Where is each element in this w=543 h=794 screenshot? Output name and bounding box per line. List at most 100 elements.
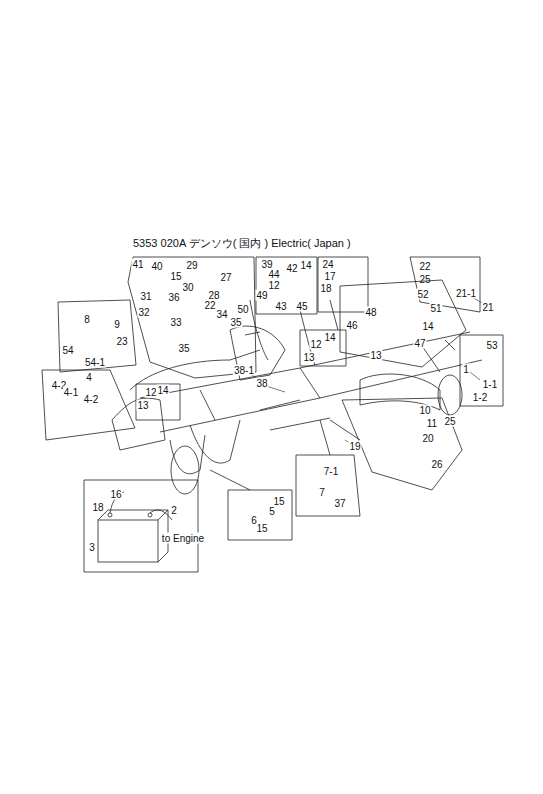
callout-number: 12 <box>309 339 322 350</box>
callout-number: 10 <box>418 405 431 416</box>
inset-border <box>128 257 256 378</box>
callout-number: 7-1 <box>323 466 339 477</box>
callout-number: 35 <box>229 317 242 328</box>
callout-number: 18 <box>91 502 104 513</box>
callout-number: 23 <box>115 336 128 347</box>
callout-number: 27 <box>219 272 232 283</box>
inset-border <box>460 335 503 406</box>
callout-number: 53 <box>485 340 498 351</box>
callout-number: 8 <box>83 314 91 325</box>
callout-number: 48 <box>364 307 377 318</box>
callout-number: 13 <box>136 400 149 411</box>
callout-number: 9 <box>113 319 121 330</box>
leader-lines <box>250 296 484 448</box>
callout-number: 18 <box>319 283 332 294</box>
callout-number: 30 <box>181 282 194 293</box>
callout-number: 24 <box>321 259 334 270</box>
inset-border <box>340 280 466 367</box>
callout-number: 13 <box>369 350 382 361</box>
callout-number: 40 <box>150 261 163 272</box>
inset-border <box>228 490 292 540</box>
callout-number: 1-1 <box>482 379 498 390</box>
inset-panel: 1214 13 <box>300 330 346 366</box>
callout-number: 20 <box>421 433 434 444</box>
inset-panel: 16182to Engine3 <box>84 480 198 572</box>
callout-number: 13 <box>302 352 315 363</box>
callout-number: 47 <box>413 338 426 349</box>
callout-number: 50 <box>236 304 249 315</box>
inset-outline <box>84 480 198 572</box>
callout-number: 14 <box>323 332 336 343</box>
callout-number: 26 <box>430 459 443 470</box>
callout-number: 15 <box>169 271 182 282</box>
callout-number: 45 <box>295 301 308 312</box>
inset-panel: 22 25 21-1 <box>410 257 480 312</box>
inset-border <box>300 330 346 366</box>
inset-border <box>296 455 360 516</box>
callout-number: 11 <box>426 418 438 429</box>
callout-number: 35 <box>177 343 190 354</box>
inset-panel: 7-1 7 37 <box>296 455 360 516</box>
inset-panel: 41402915302731283622503233343535 <box>128 257 256 378</box>
callout-number: 25 <box>418 274 431 285</box>
callout-number: 51 <box>429 303 442 314</box>
inset-panel: 155156 <box>228 490 292 540</box>
inset-border <box>42 370 135 440</box>
callout-number: 2 <box>170 505 178 516</box>
inset-panel: 44-24-14-2 <box>42 370 135 440</box>
callout-number: 1-2 <box>472 392 488 403</box>
callout-number: 25 <box>443 416 456 427</box>
callout-number: 52 <box>416 289 429 300</box>
callout-number: 46 <box>345 320 358 331</box>
callout-number: 4-1 <box>63 387 79 398</box>
callout-number: 21 <box>481 302 494 313</box>
callout-number: 43 <box>274 301 287 312</box>
callout-number: 38 <box>255 378 268 389</box>
callout-number: 54 <box>61 345 74 356</box>
chassis-frame <box>112 300 482 494</box>
callout-number: 38-1 <box>233 365 255 376</box>
callout-number: 1 <box>462 364 470 375</box>
inset-panel: 3944421412494345 <box>256 257 317 314</box>
inset-border <box>410 257 480 312</box>
inset-panel: 52 48 51 46 14 47 13 <box>340 280 466 367</box>
callout-number: 7 <box>318 487 326 498</box>
callout-number: 5 <box>268 506 276 517</box>
inset-border <box>256 257 317 314</box>
callout-number: 4-2 <box>83 394 99 405</box>
callout-number: 21-1 <box>455 288 477 299</box>
callout-number: 12 <box>267 280 280 291</box>
callout-number: 3 <box>88 542 96 553</box>
inset-border <box>58 300 136 372</box>
callout-number: to Engine <box>161 533 205 544</box>
callout-number: 31 <box>139 291 152 302</box>
callout-number: 6 <box>250 515 258 526</box>
callout-number: 37 <box>333 498 346 509</box>
callout-number: 14 <box>156 385 169 396</box>
callout-number: 14 <box>299 260 312 271</box>
callout-number: 34 <box>215 309 228 320</box>
callout-number: 19 <box>348 441 361 452</box>
callout-number: 4 <box>85 372 93 383</box>
callout-number: 14 <box>421 321 434 332</box>
callout-number: 54-1 <box>84 357 106 368</box>
inset-border <box>342 398 462 490</box>
callout-number: 17 <box>323 271 336 282</box>
callout-number: 44 <box>267 269 280 280</box>
callout-number: 16 <box>109 489 122 500</box>
callout-number: 32 <box>137 307 150 318</box>
callout-number: 33 <box>169 317 182 328</box>
inset-panel: 8 9 23 54 54-1 <box>58 300 136 372</box>
inset-panel: 121413 <box>136 384 180 420</box>
callout-number: 49 <box>255 290 268 301</box>
inset-border <box>136 384 180 420</box>
callout-number: 22 <box>418 261 431 272</box>
diagram-title: 5353 020A デンソウ( 国内 ) Electric( Japan ) <box>133 236 351 251</box>
callout-number: 36 <box>167 292 180 303</box>
callout-number: 42 <box>285 263 298 274</box>
inset-outline <box>340 280 466 367</box>
callout-number: 29 <box>185 260 198 271</box>
callout-number: 41 <box>131 259 144 270</box>
inset-border <box>84 480 198 572</box>
